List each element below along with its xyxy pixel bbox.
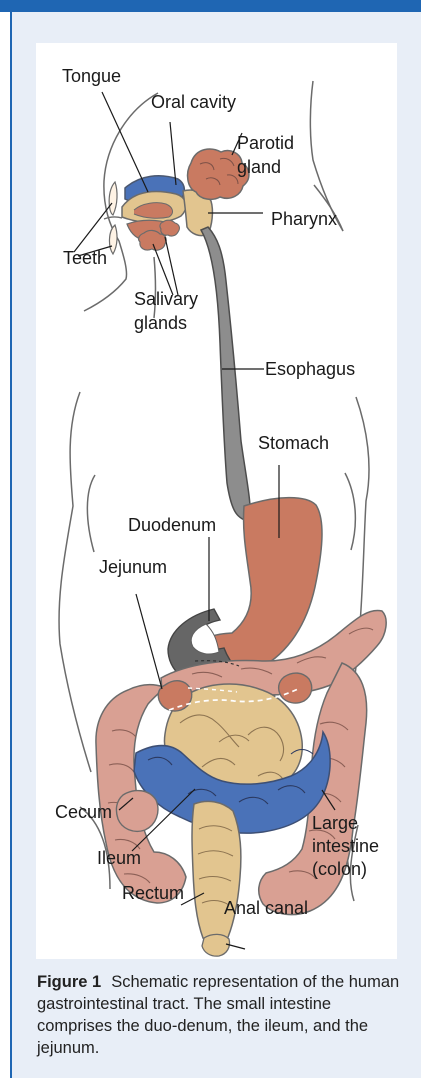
salivary-gland-shape-2 <box>160 220 179 236</box>
oral-cavity-leader <box>170 122 176 185</box>
torso-left <box>59 392 91 772</box>
label-teeth: Teeth <box>63 248 107 268</box>
label-parotid-line2: gland <box>237 157 281 177</box>
mouth-line <box>104 217 122 219</box>
label-pharynx: Pharynx <box>271 209 337 229</box>
caption-title: Figure 1 <box>37 973 101 991</box>
label-salivary-line1: Salivary <box>134 289 198 309</box>
torso-right-inner <box>345 473 355 550</box>
label-rectum: Rectum <box>122 883 184 903</box>
label-esophagus: Esophagus <box>265 359 355 379</box>
label-ileum: Ileum <box>97 848 141 868</box>
oral-region <box>104 149 249 254</box>
lower-teeth-shape <box>109 225 117 254</box>
label-jejunum: Jejunum <box>99 557 167 577</box>
teeth-leader-1 <box>74 203 112 252</box>
left-rule <box>10 12 12 1078</box>
top-band <box>0 0 421 12</box>
rectum-shape <box>192 801 241 946</box>
esophagus-shape <box>201 227 250 522</box>
label-tongue: Tongue <box>62 66 121 86</box>
jejunum-leader <box>136 594 162 689</box>
upper-teeth-shape <box>109 182 117 215</box>
torso-left-inner <box>87 475 95 552</box>
jejunum-connector <box>158 681 191 711</box>
tongue-leader <box>102 92 148 192</box>
label-large-intestine-line2: intestine <box>312 836 379 856</box>
label-stomach: Stomach <box>258 433 329 453</box>
colon-right-connector <box>279 673 312 703</box>
label-parotid-line1: Parotid <box>237 133 294 153</box>
label-anal-canal: Anal canal <box>224 898 308 918</box>
salivary-leader-2 <box>165 237 178 295</box>
label-large-intestine-line1: Large <box>312 813 358 833</box>
label-large-intestine-line3: (colon) <box>312 859 367 879</box>
label-duodenum: Duodenum <box>128 515 216 535</box>
label-oral-cavity: Oral cavity <box>151 92 236 112</box>
anal-canal-shape <box>202 934 230 956</box>
cecum-shape <box>116 791 158 832</box>
label-salivary-line2: glands <box>134 313 187 333</box>
label-cecum: Cecum <box>55 802 112 822</box>
